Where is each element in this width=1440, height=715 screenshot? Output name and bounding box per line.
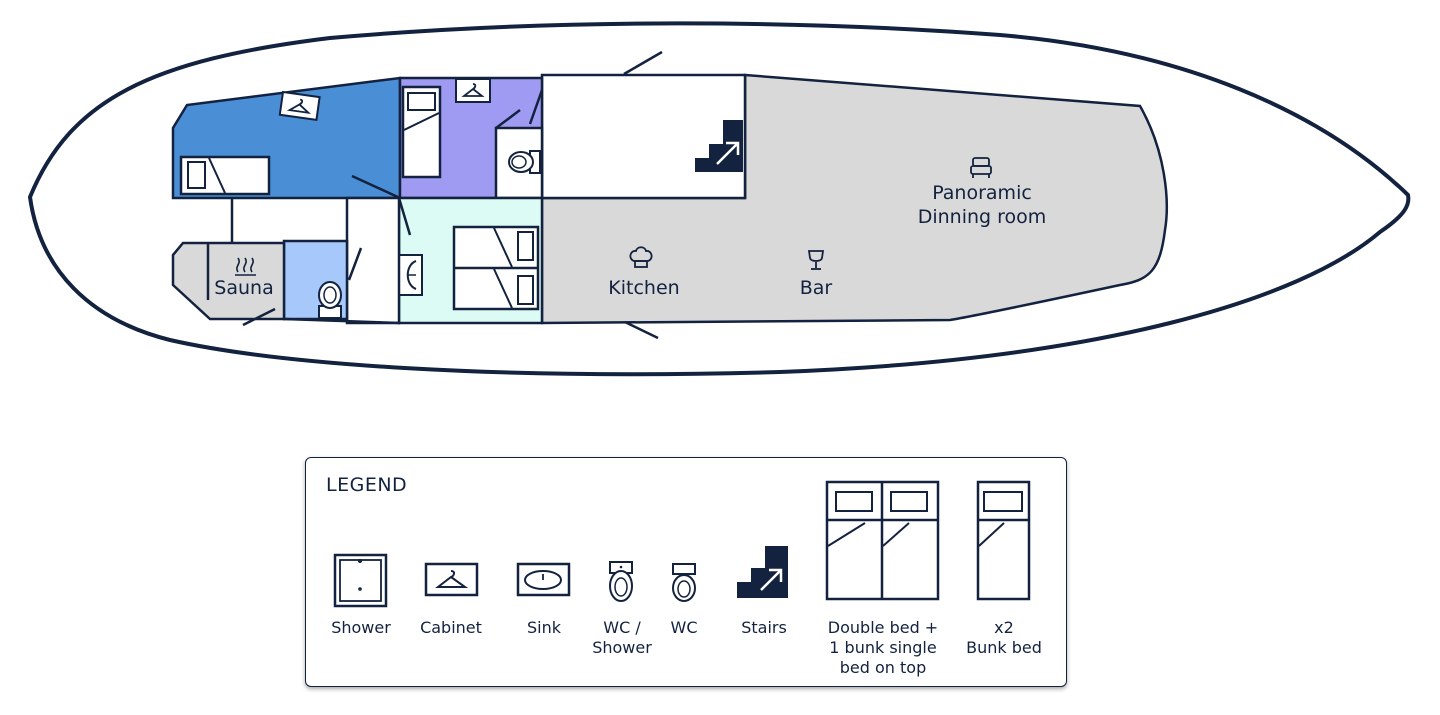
sauna-label: Sauna	[214, 277, 273, 299]
bed-mint-fold-1	[493, 227, 513, 268]
chef-hat-icon	[629, 246, 653, 268]
door-kitchen	[624, 320, 659, 340]
cabinet-icon	[455, 78, 491, 103]
cabinet-icon	[424, 562, 479, 597]
stairs-icon	[737, 546, 788, 598]
legend-wc-shower-label: WC / Shower	[592, 618, 652, 657]
corridor	[345, 196, 401, 325]
sauna-room	[171, 241, 286, 321]
legend-shower-label: Shower	[331, 618, 391, 637]
pillow-purple	[407, 92, 436, 111]
legend: LEGEND Shower Cabinet Sink WC / Shower W…	[305, 457, 1067, 687]
wall-bottom-aft	[283, 317, 401, 325]
sink-icon	[398, 254, 423, 296]
legend-sink-label: Sink	[526, 618, 561, 637]
door-corridor	[347, 247, 363, 281]
double-bed-icon	[825, 480, 940, 601]
cabinet-icon	[278, 90, 321, 122]
door-wc-purple	[495, 109, 521, 129]
stairs-room	[540, 73, 747, 200]
door-stairs-top	[623, 50, 663, 76]
dining-label-2: Dinning room	[918, 206, 1047, 228]
bunk-bed-icon	[976, 480, 1031, 601]
bed-purple-fold	[403, 112, 440, 131]
legend-cabinet-label: Cabinet	[420, 618, 482, 637]
sauna-steam-icon	[235, 257, 256, 276]
legend-double-bed-label: Double bed + 1 bunk single bed on top	[827, 618, 939, 677]
bar-label: Bar	[800, 277, 833, 299]
kitchen-label: Kitchen	[608, 277, 679, 299]
bed-blue-fold	[208, 157, 226, 194]
legend-stairs-label: Stairs	[741, 618, 787, 637]
bed-mint-fold-2	[493, 268, 513, 309]
dining-label-1: Panoramic	[932, 182, 1032, 204]
stairs-icon	[695, 120, 743, 172]
wine-glass-icon	[807, 250, 825, 270]
door-wc-purple-2	[528, 89, 544, 125]
sofa-icon	[970, 157, 992, 178]
pillow-mint-1	[517, 231, 534, 261]
floorplan-svg: Panoramic Dinning room Kitchen Bar Sauna	[27, 21, 1411, 377]
legend-bunk-bed-label: x2 Bunk bed	[966, 618, 1042, 657]
wc-icon	[318, 281, 342, 319]
wc-shower-icon	[609, 561, 633, 602]
door-mint	[397, 197, 412, 236]
stairs-arrow-head	[726, 141, 740, 155]
door-blue	[351, 174, 401, 200]
stairs-arrow	[716, 142, 739, 165]
sink-icon	[516, 562, 571, 597]
door-sauna	[242, 307, 276, 327]
legend-title: LEGEND	[326, 474, 408, 496]
legend-wc-label: WC	[670, 618, 698, 637]
wc-icon	[672, 563, 696, 602]
pillow-mint-2	[517, 275, 534, 305]
dining-area	[540, 73, 1168, 325]
shower-icon	[333, 553, 388, 608]
wc-shower-icon	[508, 150, 541, 174]
pillow-blue	[187, 161, 206, 189]
